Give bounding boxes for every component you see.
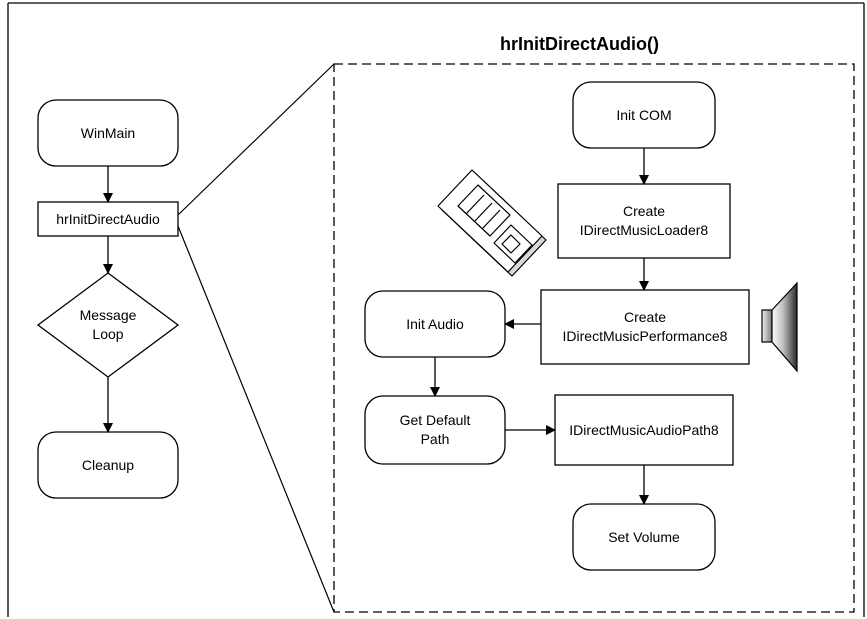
set-volume-label: Set Volume xyxy=(608,528,680,545)
init-com-label: Init COM xyxy=(616,106,672,123)
audio-path-node xyxy=(554,394,734,466)
cleanup-label: Cleanup xyxy=(81,456,135,473)
create-loader-label: Create IDirectMusicLoader8 xyxy=(579,203,709,238)
get-default-path-label: Get Default Path xyxy=(399,412,471,447)
init-audio-label: Init Audio xyxy=(406,315,464,332)
speaker-icon xyxy=(761,281,798,373)
detail-title: hrInitDirectAudio() xyxy=(500,34,659,54)
create-performance-label: Create IDirectMusicPerformance8 xyxy=(562,309,728,344)
floppy-disk-icon xyxy=(437,169,547,277)
detail-container xyxy=(333,63,855,613)
message-loop-label: Message Loop xyxy=(79,307,137,342)
zoom-line-top xyxy=(177,63,335,216)
hr-init-label: hrInitDirectAudio xyxy=(56,210,160,227)
create-performance-node xyxy=(540,289,750,365)
winmain-label: WinMain xyxy=(80,124,136,141)
outer-frame xyxy=(7,2,865,617)
audio-path-label: IDirectMusicAudioPath8 xyxy=(569,421,719,438)
zoom-line-bottom xyxy=(177,225,335,613)
